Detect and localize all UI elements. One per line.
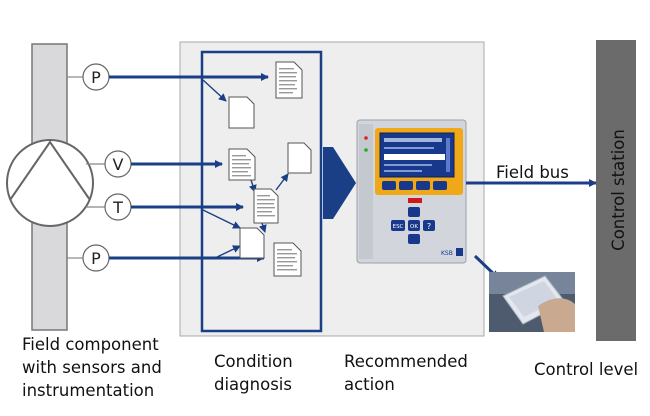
sensor-v: V bbox=[104, 150, 132, 178]
device-down-key bbox=[408, 234, 420, 244]
device-brand: KSB bbox=[441, 250, 453, 257]
device-ok-key bbox=[408, 220, 420, 231]
document-icon bbox=[228, 148, 256, 181]
sensor-v-symbol: V bbox=[113, 155, 124, 174]
document-icon bbox=[287, 142, 312, 174]
device-help-label: ? bbox=[427, 222, 431, 231]
sensor-p1: P bbox=[82, 63, 110, 91]
device-up-key bbox=[408, 207, 420, 217]
condition-diagnosis-caption: Condition diagnosis bbox=[214, 352, 293, 394]
field-bus-label: Field bus bbox=[496, 163, 569, 182]
control-station-label: Control station bbox=[609, 129, 628, 251]
pump-triangle bbox=[9, 140, 91, 201]
device-help-key bbox=[423, 220, 435, 231]
signal-arrows bbox=[109, 73, 269, 262]
condition-diagnosis-frame bbox=[200, 50, 323, 333]
sensor-p2: P bbox=[82, 244, 110, 272]
sensor-p2-symbol: P bbox=[91, 249, 101, 268]
tablet-photo bbox=[489, 272, 575, 332]
device-ok-label: OK bbox=[410, 224, 418, 230]
field-component bbox=[6, 43, 94, 331]
document-icon bbox=[239, 227, 265, 259]
field-component-caption: Field component with sensors and instrum… bbox=[22, 335, 162, 400]
sensor-t: T bbox=[104, 193, 132, 221]
monitoring-device: ESC OK ? KSB bbox=[356, 119, 467, 264]
recommended-action-caption: Recommended action bbox=[344, 352, 468, 394]
device-esc-label: ESC bbox=[393, 224, 404, 230]
sensor-p1-symbol: P bbox=[91, 68, 101, 87]
sensor-t-symbol: T bbox=[112, 198, 123, 217]
device-esc-key bbox=[391, 220, 405, 231]
control-station-bar bbox=[596, 40, 636, 341]
document-icon bbox=[228, 96, 255, 129]
process-arrow bbox=[323, 147, 356, 219]
document-icon bbox=[253, 188, 279, 224]
document-icon bbox=[275, 61, 303, 99]
pump-icon bbox=[6, 139, 94, 227]
control-level-caption: Control level bbox=[534, 360, 639, 379]
document-icon bbox=[273, 242, 302, 277]
